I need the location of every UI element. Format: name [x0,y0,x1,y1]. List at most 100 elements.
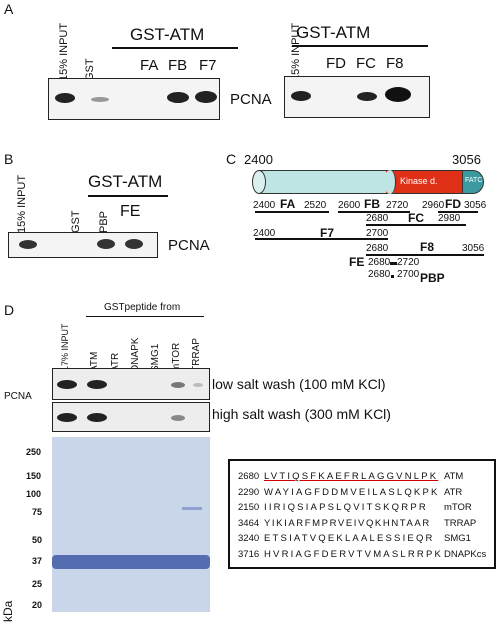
header-underline-d [86,316,204,317]
seq-text: ETSIATVQEKLAALESSIEQR [264,533,435,544]
pbp-end: 2700 [397,269,420,280]
low-salt-blot [52,368,210,400]
fd-start: 2960 [422,200,445,211]
pbp-name: PBP [420,271,445,285]
gst-lane-label-b: GST [70,210,82,233]
input-lane-label-d: 17% INPUT [60,323,70,371]
domain-cap [252,170,266,194]
band-pbp [97,239,115,249]
sequence-rows: 2680 LVTIQSFKAEFRLAGGVNLPK ATM 2290 WAYI… [238,469,490,562]
f7-name: F7 [320,226,335,240]
lane-label-trrap: TRRAP [191,338,202,372]
panel-letter-a: A [4,1,14,17]
gst-atm-header-right: GST-ATM [296,23,371,42]
lane-label-fc: FC [356,55,376,72]
seq-num: 2680 [238,471,260,482]
pbp-bar [391,275,394,278]
kinase-domain-edge [384,170,396,194]
fatc-domain [462,170,484,194]
lane-label-f8: F8 [386,55,404,72]
f7-start: 2400 [253,228,276,239]
lane-label-fd: FD [326,55,346,72]
pcna-label-a: PCNA [230,91,272,108]
band-input-right [291,91,311,101]
seq-name: ATM [444,471,464,482]
fe-lane-label: FE [120,203,141,220]
band-input-low [57,380,77,389]
seq-name: DNAPKcs [444,548,487,560]
pbp-start: 2680 [368,269,391,280]
gst-atm-header: GST-ATM [130,25,205,44]
seq-row-smg1: 3240 ETSIATVQEKLAALESSIEQR SMG1 [238,531,490,547]
kinase-domain [386,170,464,194]
fc-start: 2680 [366,213,389,224]
panel-letter-b: B [4,151,14,167]
pcna-label-b: PCNA [168,237,210,254]
band-trrap-low [193,383,203,387]
fb-bar [338,211,410,213]
fe-start: 2680 [368,257,391,268]
band-atm-high [87,413,107,422]
f7-end: 2700 [366,228,389,239]
pcna-blot-right [284,76,430,118]
band-f8 [385,87,411,102]
sequence-alignment-box: 2680 LVTIQSFKAEFRLAGGVNLPK ATM 2290 WAYI… [228,459,496,569]
fd-name: FD [445,197,461,211]
marker-100: 100 [26,489,42,499]
pcna-blot-b [8,232,158,258]
fb-end: 2720 [386,200,409,211]
domain-start-label: 2400 [244,152,273,167]
fa-bar [255,211,329,213]
header-underline-b [88,195,168,197]
band-fc [357,92,377,101]
header-underline-right [292,45,428,47]
fa-name: FA [280,197,296,211]
lane-label-f7: F7 [199,57,217,74]
seq-name: SMG1 [444,533,471,544]
seq-text: YIKIARFMPRVEIVQKHNTAAR [264,517,431,529]
band-f7 [195,91,217,103]
seq-num: 3240 [238,533,260,544]
marker-20: 20 [32,600,43,610]
atm-domain-diagram: Kinase d. FATC [252,170,490,194]
pcna-blot-left [48,78,220,120]
f8-bar [366,254,484,256]
seq-num: 2150 [238,502,260,513]
kinase-label: Kinase d. [400,176,438,186]
band-input [55,93,75,103]
pbp-lane-label: PBP [98,210,110,233]
marker-250: 250 [26,447,42,457]
low-salt-label: low salt wash (100 mM KCl) [212,376,386,392]
seq-row-atm: 2680 LVTIQSFKAEFRLAGGVNLPK ATM [238,469,490,485]
pcna-label-d: PCNA [4,391,32,402]
band-atm-low [87,380,107,389]
gst-atm-header-b: GST-ATM [88,172,163,191]
input-lane-label-b: 15% INPUT [16,174,28,233]
coomassie-gel [52,437,210,612]
fd-bar [438,211,478,213]
header-underline [112,47,238,49]
domain-end-label: 3056 [452,152,481,167]
band-input-b [19,240,37,249]
f8-name: F8 [420,240,435,254]
fe-end: 2720 [397,257,420,268]
input-lane-label: 15% INPUT [58,22,70,81]
gst-peptide-header: GSTpeptide from [104,302,181,313]
lane-label-dnapk: DNAPK [130,337,141,372]
fe-name: FE [349,255,365,269]
seq-text: WAYIAGFDDMVEILASLQKPK [264,486,440,498]
marker-37: 37 [32,556,43,566]
seq-row-dnapkcs: 3716 HVRIAGFDERVTVMASLRRPK DNAPKcs [238,547,490,563]
gst-peptide-band [52,555,210,569]
marker-25: 25 [32,579,43,589]
fa-end: 2520 [304,200,327,211]
marker-75: 75 [32,507,43,517]
seq-row-atr: 2290 WAYIAGFDDMVEILASLQKPK ATR [238,485,490,501]
high-salt-blot [52,402,210,432]
panel-letter-c: C [226,151,237,167]
seq-text: HVRIAGFDERVTVMASLRRPK [264,548,444,560]
seq-num: 3464 [238,517,260,529]
f8-start: 2680 [366,243,389,254]
fc-end: 2980 [438,213,461,224]
mtor-extra-band [182,507,202,510]
